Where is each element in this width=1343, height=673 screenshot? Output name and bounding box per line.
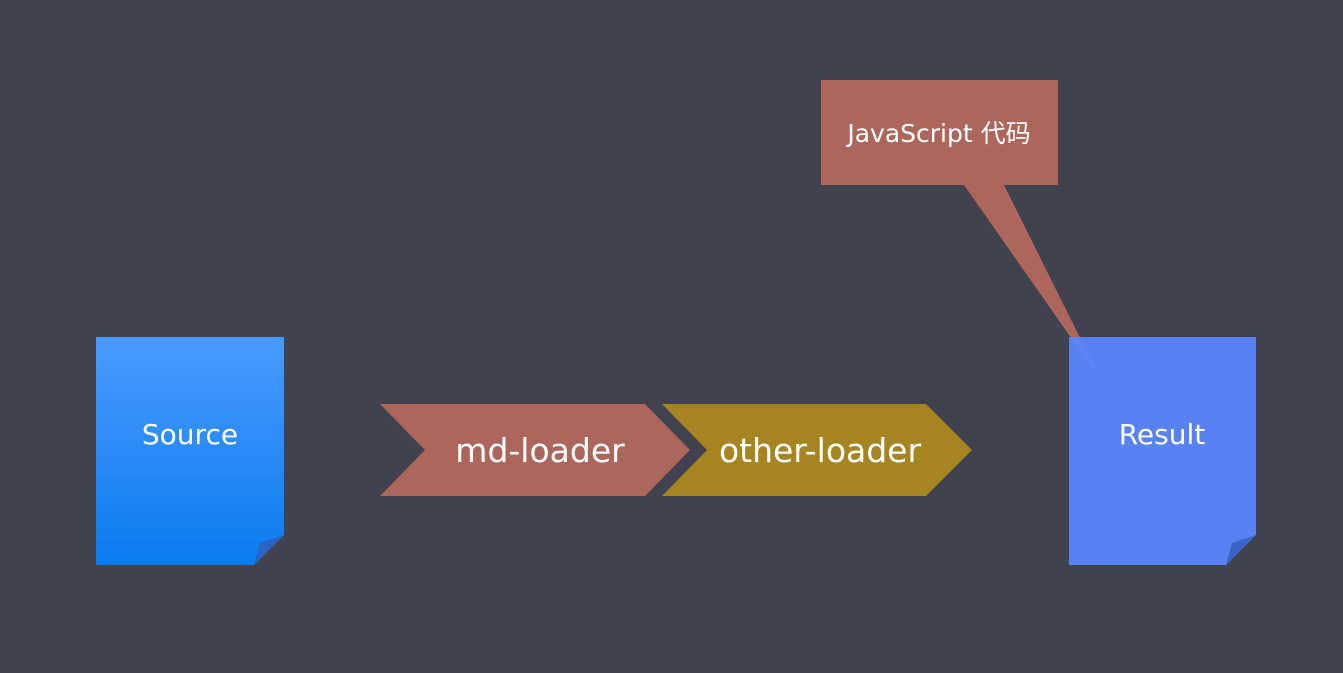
callout-label: JavaScript 代码 [845,119,1030,148]
other-loader-label: other-loader [719,431,922,470]
md-loader-label: md-loader [455,431,625,470]
result-page-shape [1069,337,1256,565]
source-page-shape [96,337,284,565]
callout-bubble [821,80,1102,382]
source-page-fold [254,535,284,565]
result-document: Result [1069,337,1256,565]
result-page-fold [1226,535,1256,565]
other-loader-chevron [662,404,972,496]
result-label: Result [1119,418,1206,451]
md-loader-step: md-loader [380,404,690,496]
javascript-code-callout: JavaScript 代码 [821,80,1102,382]
md-loader-chevron [380,404,690,496]
source-label: Source [142,418,238,451]
source-document: Source [96,337,284,565]
other-loader-step: other-loader [662,404,972,496]
